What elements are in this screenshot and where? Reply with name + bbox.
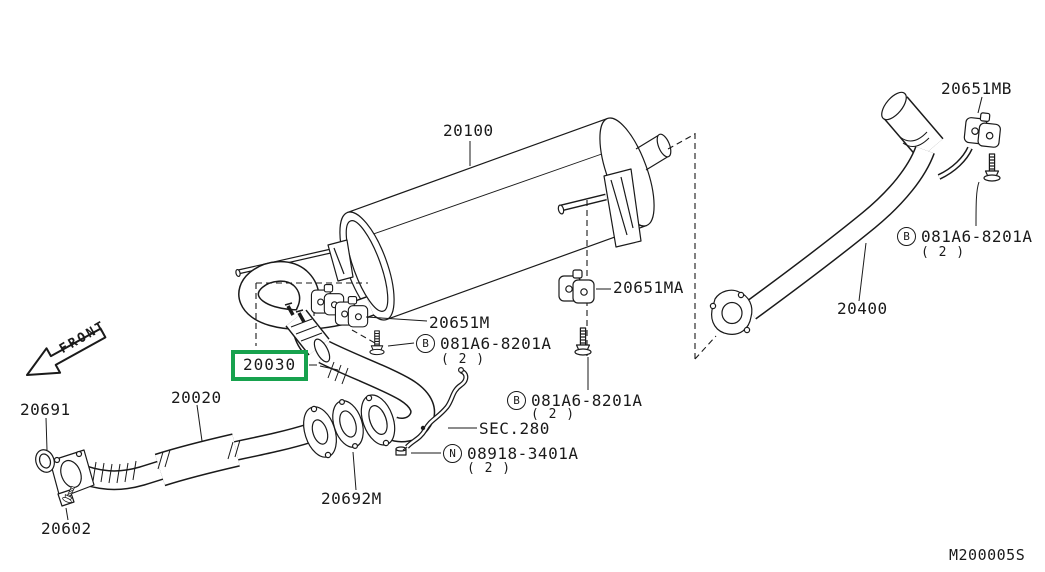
bolt-rear-number: 081A6-8201A: [921, 226, 1033, 246]
wire-stay-art: [402, 367, 469, 451]
drawing-code: M200005S: [949, 546, 1026, 564]
nut-number: 08918-3401A: [467, 443, 579, 463]
label-nut[interactable]: N 08918-3401A: [443, 444, 578, 463]
label-center-pipe-20030-highlighted[interactable]: 20030: [231, 350, 309, 381]
circled-N-icon: N: [443, 444, 462, 463]
label-muffler-20100[interactable]: 20100: [443, 121, 494, 140]
nut-art: [395, 446, 407, 456]
center-pipe-art: [313, 338, 436, 447]
bolt-center-number: 081A6-8201A: [531, 390, 643, 410]
circled-B-icon: B: [416, 334, 435, 353]
label-front-pipe-20020[interactable]: 20020: [171, 388, 222, 407]
tailpipe-art: [709, 91, 973, 335]
label-hanger-20651MA[interactable]: 20651MA: [613, 278, 684, 297]
label-flange-bolt-20602[interactable]: 20602: [41, 519, 92, 538]
label-gasket-20692M[interactable]: 20692M: [321, 489, 382, 508]
label-ring-gasket-20691[interactable]: 20691: [20, 400, 71, 419]
label-sec-280[interactable]: SEC.280: [479, 419, 550, 438]
circled-B-icon: B: [507, 391, 526, 410]
label-tailpipe-20400[interactable]: 20400: [837, 299, 888, 318]
label-bolt-center[interactable]: B 081A6-8201A: [507, 391, 642, 410]
bolt-front-number: 081A6-8201A: [440, 333, 552, 353]
label-bolt-front[interactable]: B 081A6-8201A: [416, 334, 551, 353]
label-bolt-rear[interactable]: B 081A6-8201A: [897, 227, 1032, 246]
bolts-art: [61, 153, 1001, 505]
label-hanger-20651MB[interactable]: 20651MB: [941, 79, 1012, 98]
front-pipe-art: [35, 423, 314, 507]
label-hanger-20651M[interactable]: 20651M: [429, 313, 490, 332]
bolt-rear-qty: ( 2 ): [921, 245, 966, 260]
nut-qty: ( 2 ): [467, 461, 512, 476]
joint-gaskets-art: [303, 399, 364, 459]
circled-B-icon: B: [897, 227, 916, 246]
bolt-center-qty: ( 2 ): [531, 407, 576, 422]
bolt-front-qty: ( 2 ): [441, 352, 486, 367]
front-arrow: [26, 327, 107, 376]
leader-lines: [45, 96, 983, 521]
